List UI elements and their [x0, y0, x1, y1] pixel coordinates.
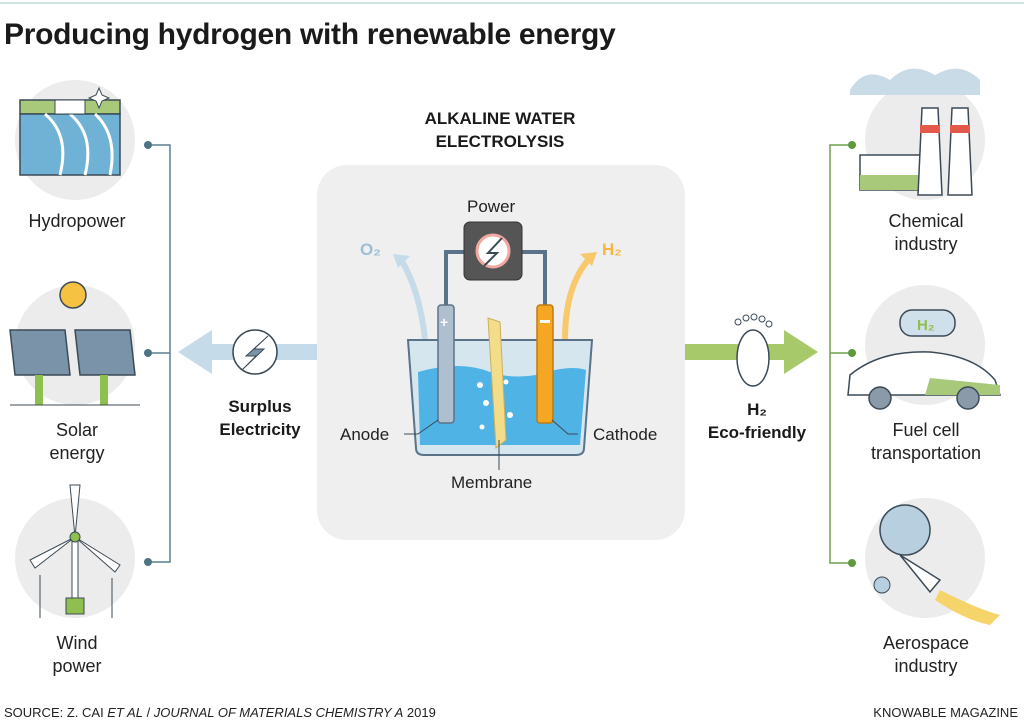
svg-text:+: + — [440, 314, 448, 330]
page-title: Producing hydrogen with renewable energy — [4, 18, 616, 51]
cathode-electrode — [536, 304, 554, 424]
power-source-icon — [463, 221, 523, 281]
connector-dot — [144, 349, 152, 357]
rocket-icon — [865, 498, 1000, 625]
power-wires — [444, 250, 547, 305]
lightning-icon — [232, 329, 278, 375]
anode-electrode: + — [437, 304, 455, 424]
wind-turbine-icon — [15, 484, 135, 618]
hydropower-dam-icon — [15, 80, 135, 200]
publisher-credit: KNOWABLE MAGAZINE — [873, 705, 1018, 720]
label-leaders — [404, 419, 578, 470]
connector-dot — [848, 141, 856, 149]
connector-dot — [848, 349, 856, 357]
h2-arrow — [562, 255, 593, 341]
membrane-label: Membrane — [451, 473, 533, 492]
svg-text:H₂: H₂ — [917, 317, 935, 334]
o2-label: O₂ — [360, 240, 381, 259]
gas-bubbles — [477, 379, 513, 430]
connector-dot — [848, 559, 856, 567]
source-label-hydropower: Hydropower — [28, 211, 126, 231]
h2-label: H₂ — [602, 240, 622, 259]
footprint-icon — [734, 313, 773, 387]
cathode-label: Cathode — [593, 425, 658, 444]
top-rule — [0, 2, 1024, 4]
factory-icon — [850, 68, 985, 200]
o2-arrow — [397, 256, 428, 341]
connector-dot — [144, 558, 152, 566]
source-credit: SOURCE: Z. CAI ET AL / JOURNAL OF MATERI… — [4, 705, 436, 720]
solar-panel-icon — [9, 281, 140, 406]
connector-dot — [144, 141, 152, 149]
power-label: Power — [467, 197, 516, 216]
membrane — [487, 317, 507, 449]
fuel-cell-car-icon: H₂ — [847, 285, 1002, 410]
anode-label: Anode — [340, 425, 390, 444]
